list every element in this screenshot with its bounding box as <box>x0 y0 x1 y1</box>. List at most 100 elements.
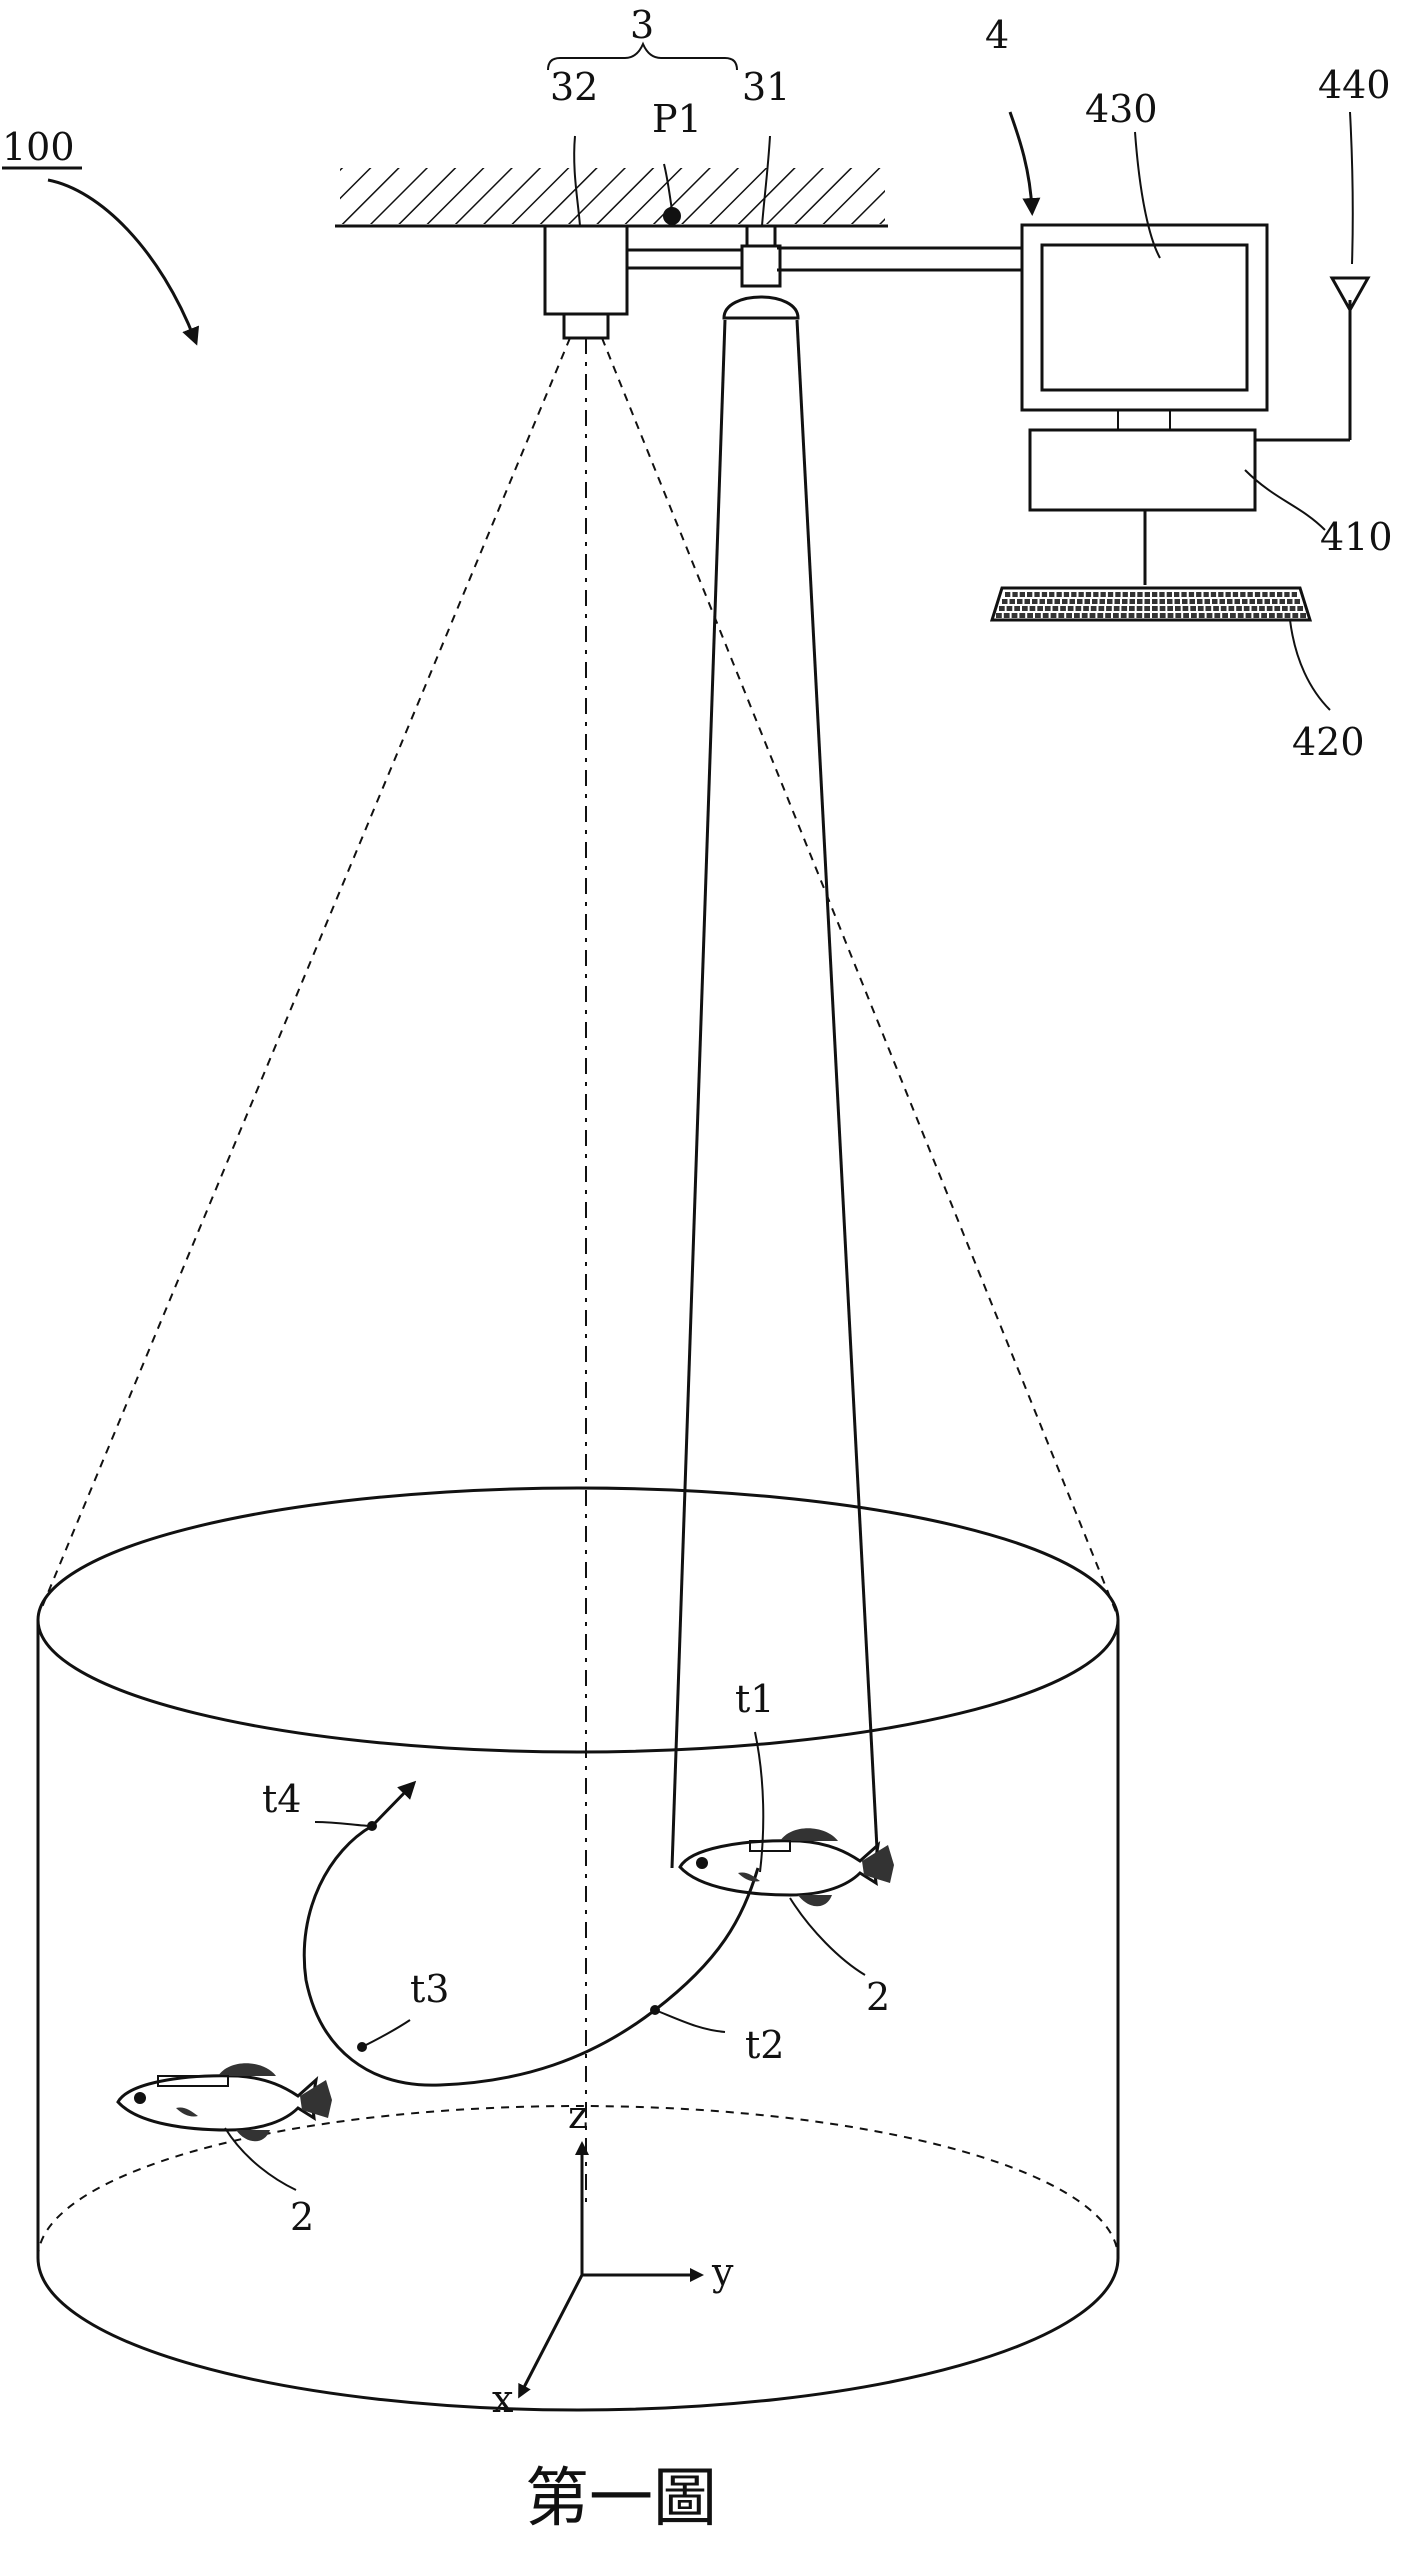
figure-caption: 第一圖 <box>525 2462 717 2536</box>
keyboard-key <box>1300 613 1306 618</box>
keyboard-key <box>1159 592 1165 597</box>
keyboard-key <box>1236 606 1242 611</box>
keyboard-key <box>1159 599 1165 604</box>
keyboard-key <box>1240 592 1246 597</box>
label-fish-bottom: 2 <box>290 2195 314 2239</box>
axis-label-z: z <box>568 2093 588 2137</box>
keyboard-key <box>1050 613 1057 618</box>
keyboard-key <box>1181 592 1187 597</box>
keyboard-key <box>1214 613 1221 618</box>
keyboard-key <box>1107 592 1114 597</box>
keyboard-key <box>1277 592 1283 597</box>
keyboard-key <box>1022 606 1028 611</box>
leader-lines <box>47 41 1354 2191</box>
keyboard-key <box>1183 613 1189 618</box>
tank-bottom-back <box>37 2105 1119 2259</box>
keyboard-key <box>1203 592 1209 597</box>
keyboard-key <box>1097 613 1104 618</box>
keyboard-key <box>1144 599 1150 604</box>
keyboard-key <box>1012 592 1018 597</box>
keyboard-key <box>1071 592 1077 597</box>
keyboard-key <box>1052 606 1059 611</box>
label-3: 3 <box>630 3 654 47</box>
keyboard-key <box>1166 592 1172 597</box>
keyboard-420 <box>989 586 1313 622</box>
tank-top-rim <box>36 1486 1120 1754</box>
keyboard-key <box>1056 592 1062 597</box>
computer-system <box>989 223 1371 622</box>
keyboard-key <box>1253 613 1260 618</box>
keyboard-key <box>1152 599 1158 604</box>
keyboard-key <box>1044 606 1051 611</box>
keyboard-key <box>1003 613 1010 618</box>
keyboard-key <box>1049 592 1055 597</box>
keyboard-key <box>1029 606 1036 611</box>
keyboard-key <box>1206 613 1213 618</box>
keyboard-key <box>1034 592 1040 597</box>
keyboard-key <box>1011 613 1018 618</box>
camera-field-of-view <box>39 337 1117 2205</box>
monitor-430 <box>1020 223 1269 431</box>
axis-label-y: y <box>711 2250 734 2294</box>
keyboard-key <box>1060 606 1066 611</box>
keyboard-key <box>1037 606 1043 611</box>
keyboard-key <box>1204 599 1210 604</box>
keyboard-key <box>1136 613 1143 618</box>
label-t3: t3 <box>410 1967 449 2011</box>
keyboard-key <box>1083 606 1089 611</box>
keyboard-key <box>1210 592 1217 597</box>
keyboard-key <box>1196 592 1202 597</box>
keyboard-key <box>1272 599 1278 604</box>
keyboard-key <box>1282 606 1288 611</box>
keyboard-key <box>1137 592 1143 597</box>
keyboard-key <box>1205 606 1212 611</box>
keyboard-key <box>1227 599 1233 604</box>
antenna-440 <box>1255 276 1371 442</box>
keyboard-key <box>1269 613 1275 618</box>
keyboard-key <box>1005 592 1011 597</box>
keyboard-key <box>1218 592 1224 597</box>
keyboard-key <box>1191 613 1197 618</box>
keyboard-key <box>1002 599 1008 604</box>
keyboard-key <box>1019 613 1026 618</box>
keyboard-key <box>1092 599 1098 604</box>
keyboard-key <box>1212 599 1218 604</box>
keyboard-key <box>1085 592 1092 597</box>
keyboard-key <box>1009 599 1015 604</box>
keyboard-key <box>1014 606 1020 611</box>
keyboard-key <box>1062 599 1068 604</box>
keyboard-key <box>1189 599 1195 604</box>
keyboard-key <box>1152 592 1158 597</box>
keyboard-key <box>1032 599 1038 604</box>
keyboard-key <box>1284 592 1290 597</box>
keyboard-key <box>1291 592 1297 597</box>
projector-31 <box>722 224 800 320</box>
keyboard-key <box>1093 592 1099 597</box>
label-t2: t2 <box>745 2023 784 2067</box>
keyboard-key <box>1249 599 1255 604</box>
keyboard-key <box>1129 599 1135 604</box>
label-fish-top: 2 <box>866 1975 890 2019</box>
label-420: 420 <box>1292 720 1365 764</box>
label-t1: t1 <box>735 1677 774 1721</box>
keyboard-key <box>1152 613 1158 618</box>
keyboard-key <box>1084 599 1090 604</box>
keyboard-key <box>1039 599 1045 604</box>
keyboard-key <box>1144 606 1150 611</box>
keyboard-key <box>1264 599 1270 604</box>
keyboard-key <box>996 613 1002 618</box>
keyboard-key <box>1222 613 1228 618</box>
keyboard-key <box>1047 599 1053 604</box>
keyboard-key <box>1190 606 1196 611</box>
keyboard-key <box>1230 613 1236 618</box>
keyboard-key <box>1167 606 1173 611</box>
keyboard-key <box>1144 592 1150 597</box>
keyboard-key <box>1136 606 1143 611</box>
keyboard-key <box>1174 592 1180 597</box>
keyboard-key <box>1242 599 1248 604</box>
label-31: 31 <box>742 65 790 109</box>
tank-bottom-front <box>36 2257 1120 2412</box>
keyboard-key <box>1245 613 1252 618</box>
keyboard-key <box>1251 606 1258 611</box>
